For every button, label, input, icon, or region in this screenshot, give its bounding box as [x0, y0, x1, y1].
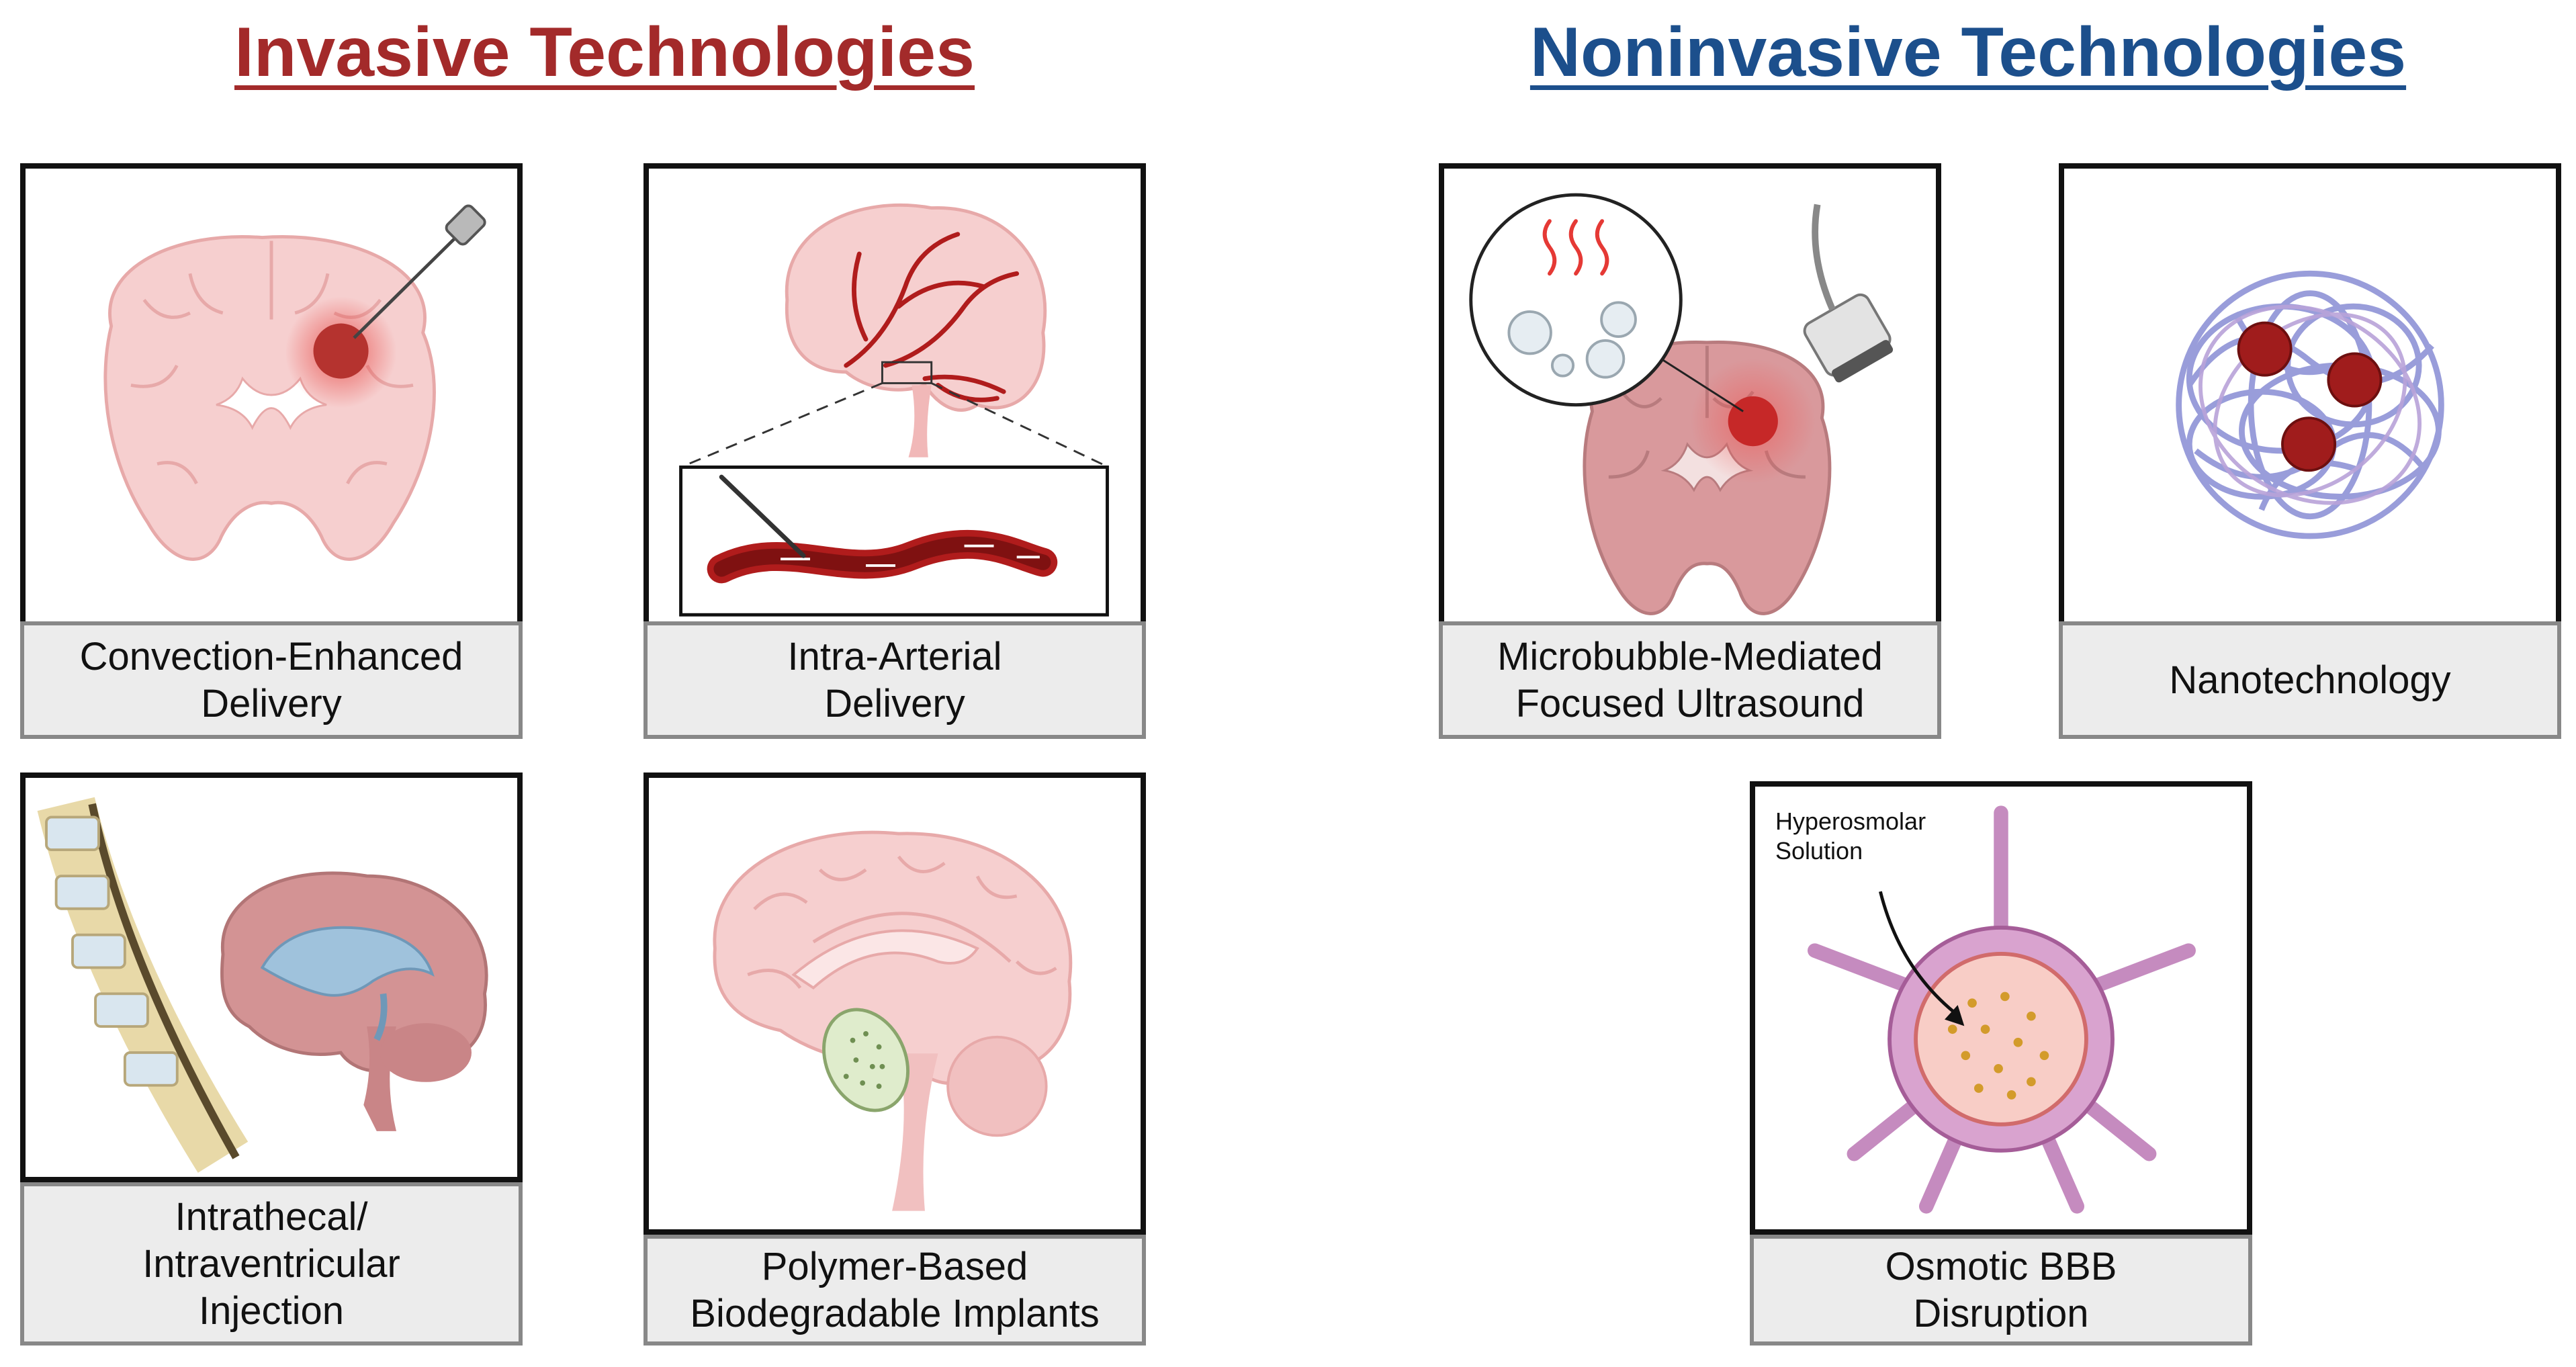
brain-arteries	[844, 232, 1020, 402]
intra-arterial-illustration	[643, 163, 1146, 627]
brain-implant-illustration	[713, 830, 1073, 1211]
zoom-region-box	[881, 361, 933, 384]
panel-caption: Nanotechnology	[2059, 621, 2561, 739]
cerebellum	[380, 1023, 472, 1082]
panel-osmotic-bbb-disruption: Hyperosmolar Solution Osmotic BBB Disrup…	[1750, 781, 2252, 1346]
ventricle-system	[260, 926, 435, 997]
noninvasive-technologies-heading: Noninvasive Technologies	[1529, 13, 2407, 91]
panel-intra-arterial-delivery: Intra-Arterial Delivery	[643, 163, 1146, 739]
convection-enhanced-illustration	[20, 163, 523, 627]
drug-particle-icon	[2327, 352, 2383, 408]
panel-convection-enhanced-delivery: Convection-Enhanced Delivery	[20, 163, 523, 739]
syringe-icon	[445, 204, 486, 246]
catheter-line	[719, 474, 806, 558]
ultrasound-probe-icon	[1803, 204, 1894, 383]
panel-caption: Polymer-Based Biodegradable Implants	[643, 1235, 1146, 1346]
implant-wafer-icon	[822, 1008, 910, 1112]
drug-particle-icon	[2237, 321, 2293, 377]
intrathecal-illustration	[20, 773, 523, 1182]
sagittal-brain-shape	[713, 830, 1073, 1086]
blood-vessel-cross-section-illustration	[1807, 805, 2196, 1214]
microbubble-icon	[1550, 353, 1575, 378]
cerebellum	[946, 1035, 1048, 1137]
panel-caption: Convection-Enhanced Delivery	[20, 621, 523, 739]
panel-nanotechnology: Nanotechnology	[2059, 163, 2561, 739]
microbubble-icon	[1585, 339, 1626, 379]
osmotic-illustration: Hyperosmolar Solution	[1750, 781, 2252, 1235]
spine-brain-illustration	[37, 797, 488, 1173]
flow-arrows	[781, 544, 1040, 567]
drug-particle-icon	[2281, 416, 2337, 472]
implant-drug-dots	[843, 1031, 885, 1089]
microbubble-icon	[1600, 301, 1637, 339]
corpus-callosum	[791, 929, 979, 990]
vessel-lumen	[1914, 952, 2088, 1127]
tumor-icon	[1728, 396, 1778, 447]
polymer-implant-illustration	[643, 773, 1146, 1235]
panel-polymer-based-implants: Polymer-Based Biodegradable Implants	[643, 773, 1146, 1346]
panel-caption: Osmotic BBB Disruption	[1750, 1235, 2252, 1346]
arrow-head-icon	[1945, 1005, 1965, 1026]
ventricles	[216, 376, 327, 431]
panel-intrathecal-intraventricular-injection: Intrathecal/ Intraventricular Injection	[20, 773, 523, 1346]
invasive-technologies-heading: Invasive Technologies	[234, 13, 975, 91]
catheter-line	[353, 232, 461, 339]
panel-microbubble-focused-ultrasound: Microbubble-Mediated Focused Ultrasound	[1439, 163, 1941, 739]
zoom-line-left	[680, 382, 883, 468]
panel-caption: Intra-Arterial Delivery	[643, 621, 1146, 739]
panel-caption: Microbubble-Mediated Focused Ultrasound	[1439, 621, 1941, 739]
magnifier-circle	[1469, 193, 1683, 407]
focused-ultrasound-illustration	[1439, 163, 1941, 627]
hyperosmolar-solution-label: Hyperosmolar Solution	[1775, 807, 1926, 865]
nanoparticle-illustration	[2176, 270, 2444, 539]
zoom-line-right	[931, 382, 1110, 468]
microbubble-icon	[1507, 310, 1552, 355]
pointer-arrow-line	[1878, 891, 1961, 1018]
spine-icon	[37, 797, 249, 1173]
ultrasound-brain-illustration	[1469, 193, 1894, 615]
brainstem	[908, 385, 932, 457]
coronal-brain-catheter-illustration	[103, 204, 486, 561]
vessel-inset-box	[679, 466, 1109, 617]
magnifier-line	[1660, 358, 1744, 412]
ultrasound-waves-icon	[1542, 219, 1609, 276]
brain-artery-catheter-illustration	[679, 203, 1110, 617]
sagittal-brain-shape	[785, 203, 1047, 412]
solute-particles	[1947, 991, 2049, 1100]
nanotechnology-illustration	[2059, 163, 2561, 627]
panel-caption: Intrathecal/ Intraventricular Injection	[20, 1182, 523, 1346]
